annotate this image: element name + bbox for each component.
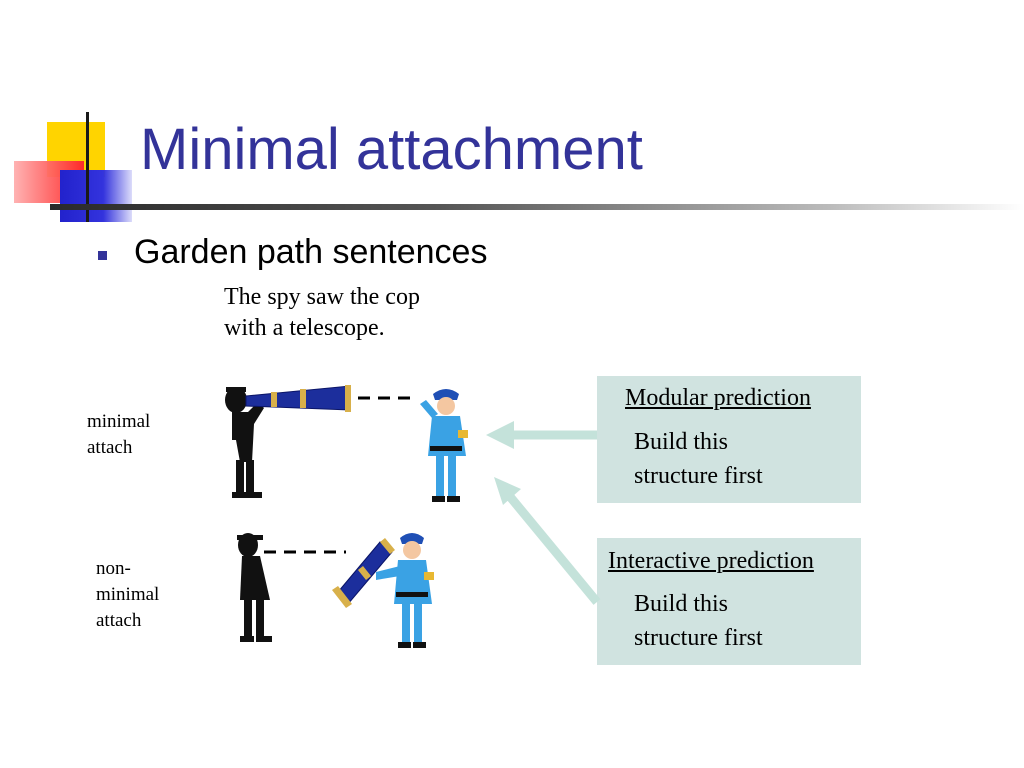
- modular-prediction-box: Modular prediction Build this structure …: [597, 376, 861, 503]
- modular-prediction-body: Build this structure first: [634, 425, 763, 493]
- decor-blue-block: [60, 170, 132, 222]
- bullet-square-icon: [98, 251, 107, 260]
- interactive-prediction-body: Build this structure first: [634, 587, 763, 655]
- interactive-body-line-1: Build this: [634, 591, 729, 617]
- modular-body-line-2: structure first: [634, 463, 763, 489]
- sentence-line-2: with a telescope.: [224, 315, 385, 341]
- modular-body-line-1: Build this: [634, 429, 729, 455]
- police-officer-with-telescope-icon: [332, 533, 434, 648]
- police-officer-icon: [420, 389, 468, 502]
- example-sentence: The spy saw the cop with a telescope.: [224, 282, 420, 344]
- non-minimal-label-line-1: non-: [96, 558, 131, 579]
- minimal-attach-label: minimal attach: [87, 409, 150, 461]
- sentence-line-1: The spy saw the cop: [224, 284, 420, 310]
- spy-with-telescope-icon: [225, 385, 351, 498]
- non-minimal-label-line-3: attach: [96, 610, 142, 631]
- bullet-text: Garden path sentences: [134, 233, 488, 271]
- slide-title: Minimal attachment: [140, 117, 643, 182]
- minimal-label-line-1: minimal: [87, 411, 151, 432]
- title-underline-rule: [50, 204, 1024, 210]
- decor-vertical-line: [86, 112, 89, 222]
- interactive-prediction-title: Interactive prediction: [608, 548, 814, 574]
- minimal-label-line-2: attach: [87, 437, 133, 458]
- non-minimal-attach-label: non- minimal attach: [96, 556, 159, 634]
- interactive-arrow-icon: [494, 477, 601, 605]
- non-minimal-label-line-2: minimal: [96, 584, 160, 605]
- spy-silhouette-icon: [237, 533, 272, 642]
- modular-arrow-icon: [486, 421, 597, 449]
- modular-prediction-title: Modular prediction: [625, 385, 811, 411]
- interactive-body-line-2: structure first: [634, 625, 763, 651]
- interactive-prediction-box: Interactive prediction Build this struct…: [597, 538, 861, 665]
